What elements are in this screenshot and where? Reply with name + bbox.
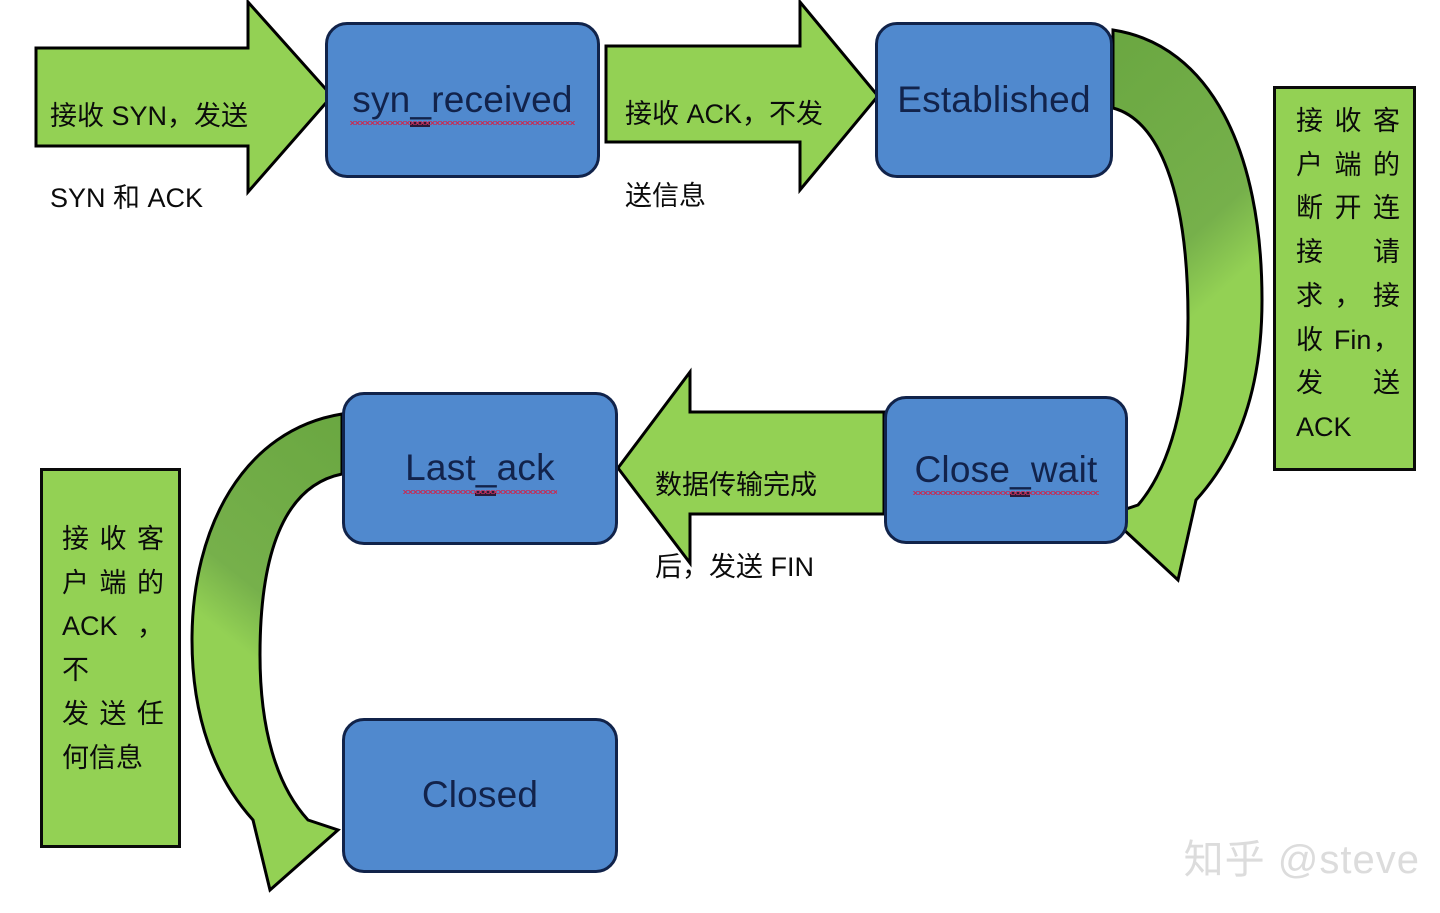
- state-box-established[interactable]: Established: [875, 22, 1113, 178]
- transition-line-2: SYN 和 ACK: [50, 183, 204, 214]
- transition-label-data-done-send-fin: 数据传输完成 后，发送 FIN: [655, 424, 867, 629]
- arrow-recv-ack-no-send: [604, 0, 880, 195]
- arrow-recv-ack-send-nothing: [190, 412, 344, 893]
- note-box-recv-fin-send-ack: [1273, 86, 1416, 471]
- transition-line-2: 后，发送 FIN: [655, 552, 814, 583]
- note-line-1: 接收客: [1296, 106, 1400, 136]
- note-line-2: 户端的: [1296, 149, 1400, 180]
- note-line-1: 接收客: [62, 524, 164, 554]
- note-line-5: 求，接: [1296, 280, 1400, 311]
- state-label-closed: Closed: [421, 774, 539, 816]
- note-line-6: 收 Fin，: [1296, 324, 1400, 355]
- transition-label-recv-ack-no-send: 接收 ACK，不发 送信息: [625, 53, 840, 258]
- underscore-bar: [1009, 492, 1030, 498]
- state-box-syn-received[interactable]: syn_received: [325, 22, 600, 178]
- arrow-data-done-send-fin: [616, 367, 886, 568]
- note-text-recv-ack-send-nothing: 接收客 户端的 ACK，不 发送任 何信息: [62, 518, 164, 780]
- state-label-last-ack: Last_ack: [403, 448, 557, 496]
- note-line-4: 发送任: [62, 698, 164, 729]
- note-line-5: 何信息: [62, 742, 143, 773]
- state-box-closed[interactable]: Closed: [342, 718, 618, 873]
- watermark: 知乎 @steve: [1183, 838, 1420, 882]
- transition-line-1: 数据传输完成: [655, 470, 817, 501]
- state-label-established: Established: [897, 78, 1091, 120]
- transition-line-1: 接收 ACK，不发: [625, 99, 824, 130]
- transition-line-2: 送信息: [625, 181, 706, 212]
- transition-label-recv-syn-send-synack: 接收 SYN，发送 SYN 和 ACK: [50, 55, 290, 260]
- underscore-bar: [475, 490, 497, 496]
- note-line-8: ACK: [1296, 412, 1352, 443]
- note-line-4: 接 请: [1296, 237, 1400, 268]
- note-line-7: 发 送: [1296, 368, 1400, 399]
- state-box-close-wait[interactable]: Close_wait: [884, 396, 1128, 544]
- state-box-last-ack[interactable]: Last_ack: [342, 392, 618, 545]
- arrow-recv-syn-send-synack: [34, 0, 335, 196]
- state-label-syn-received: syn_received: [350, 80, 576, 128]
- note-line-3: ACK，不: [62, 611, 164, 686]
- transition-line-1: 接收 SYN，发送: [50, 101, 249, 132]
- note-box-recv-ack-send-nothing: [40, 468, 181, 848]
- note-text-recv-fin-send-ack: 接收客 户端的 断开连 接 请 求，接 收 Fin， 发 送 ACK: [1296, 100, 1400, 450]
- underscore-bar: [410, 122, 431, 128]
- state-label-close-wait: Close_wait: [912, 450, 1100, 498]
- note-line-2: 户端的: [62, 567, 164, 598]
- arrow-recv-fin-send-ack: [1105, 28, 1264, 583]
- note-line-3: 断开连: [1296, 193, 1400, 224]
